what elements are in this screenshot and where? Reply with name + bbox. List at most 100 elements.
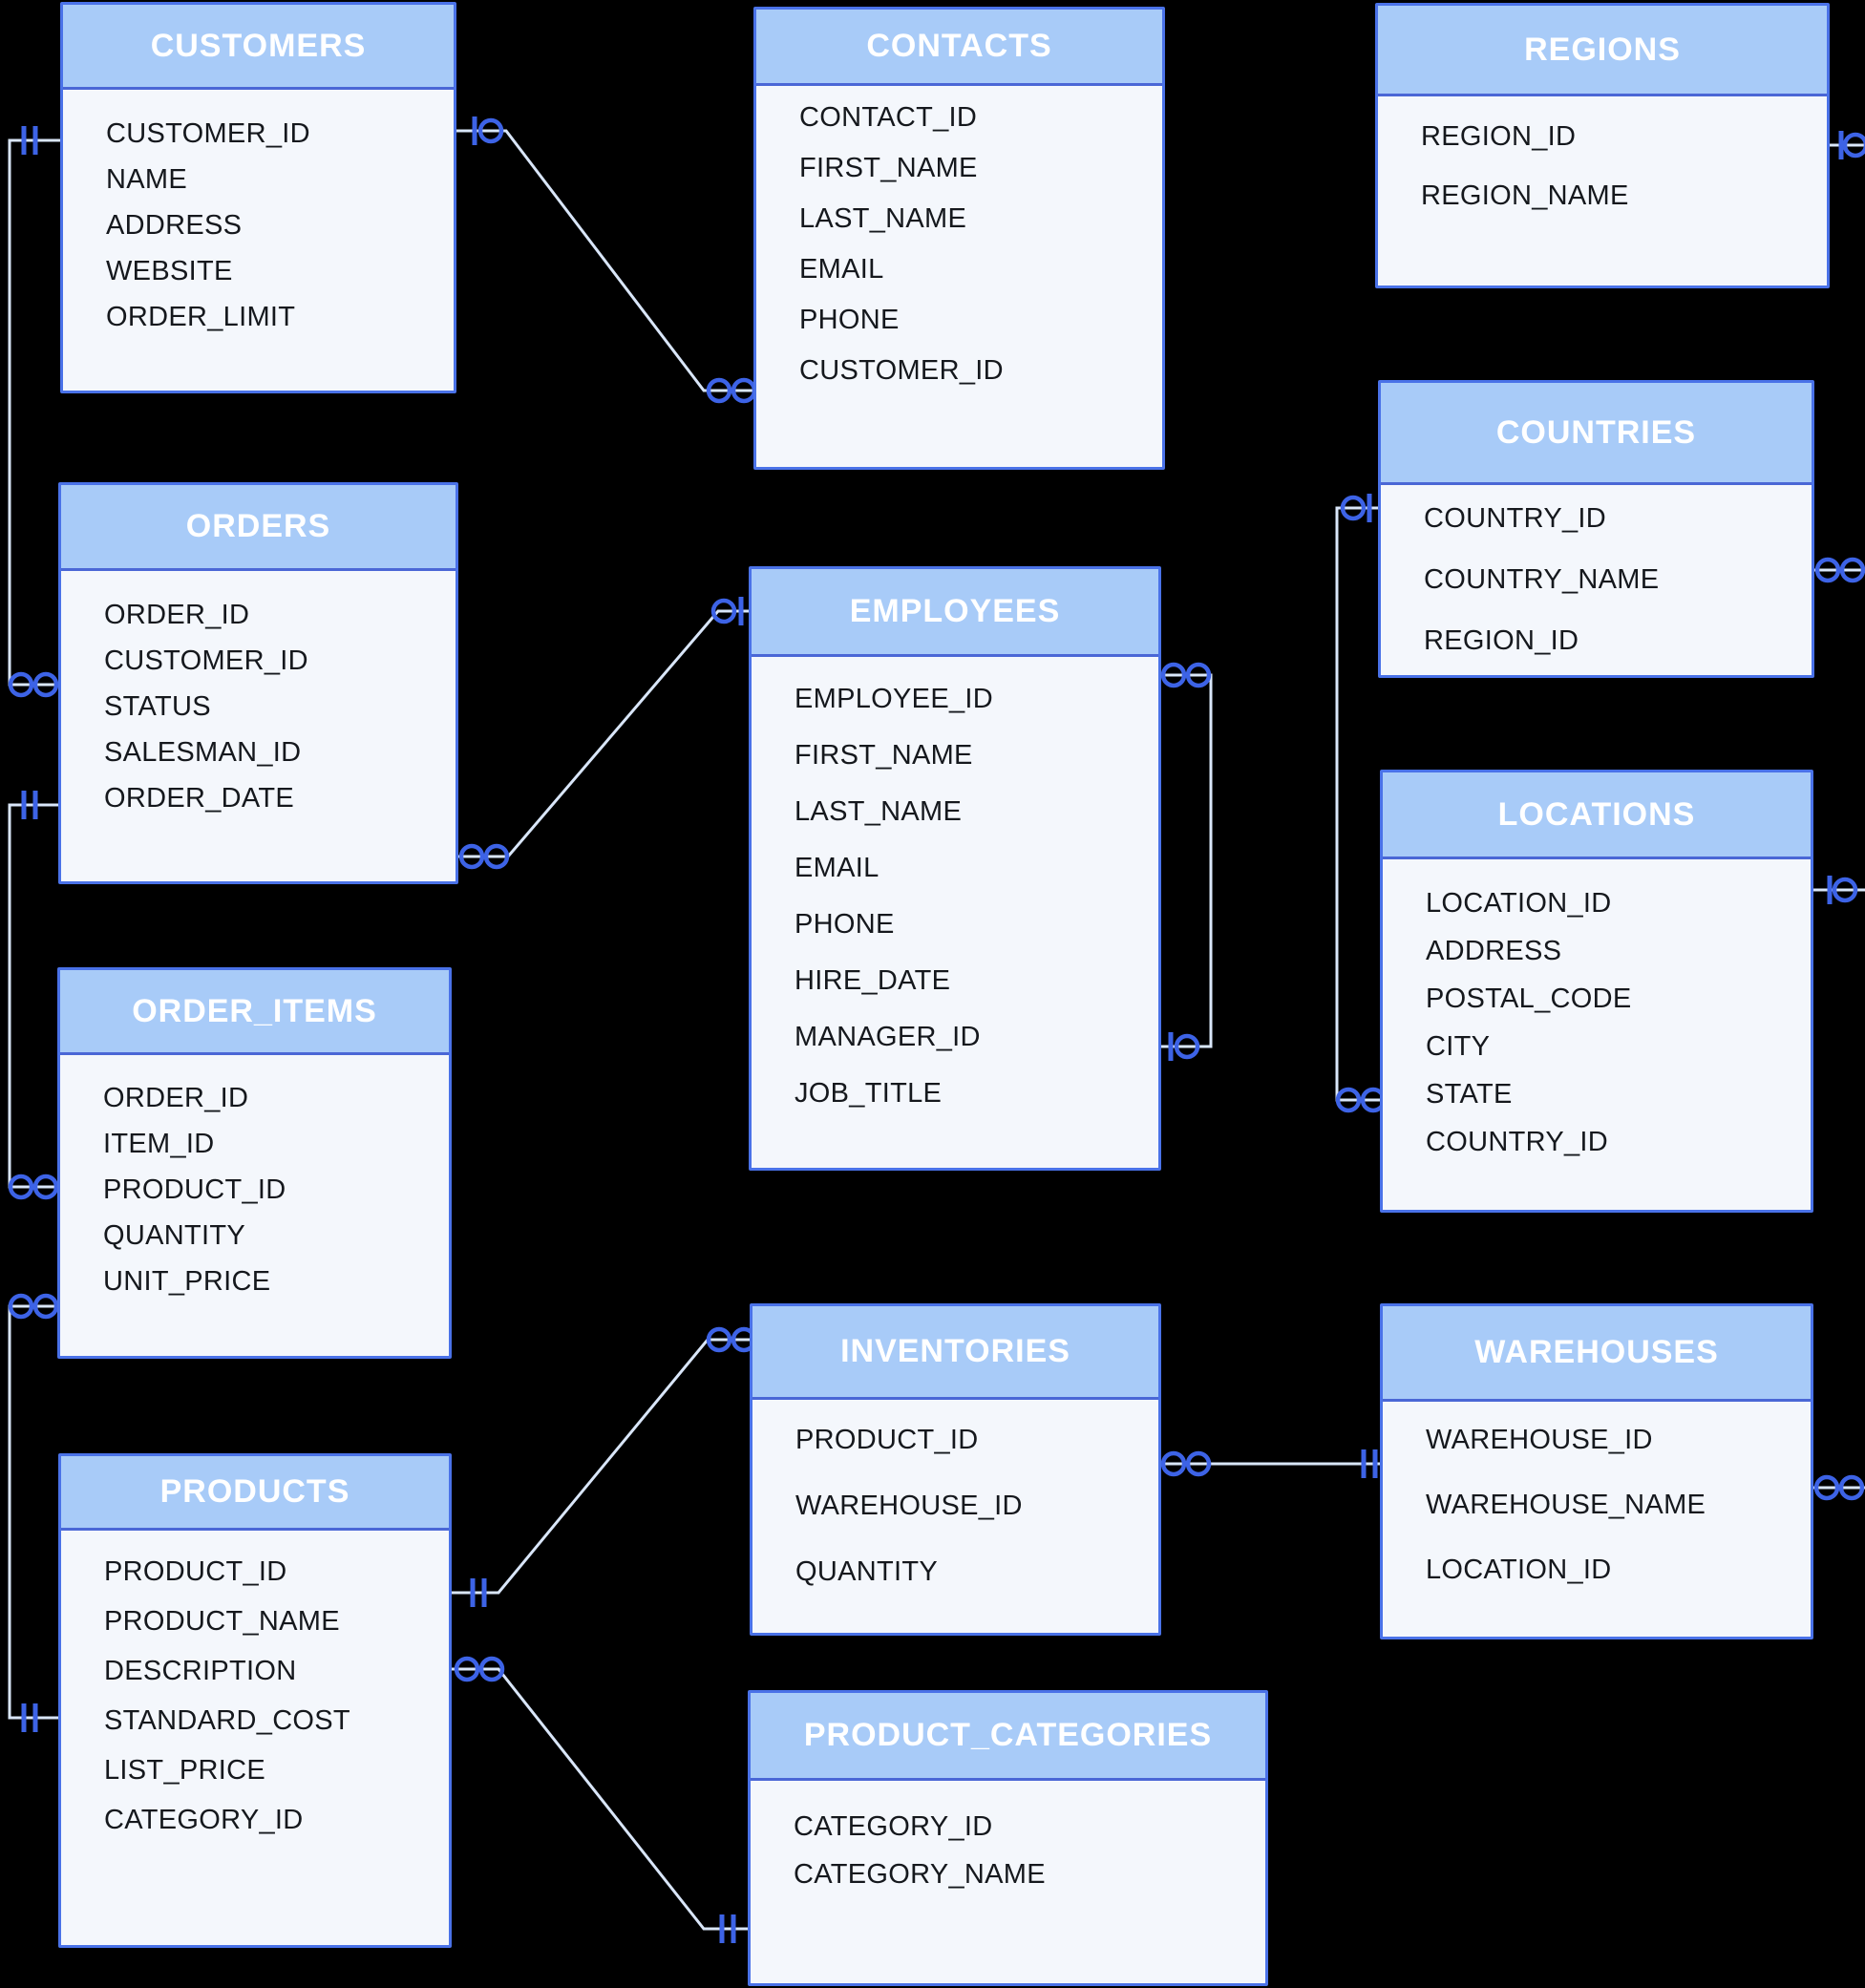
table-header-warehouses: WAREHOUSES bbox=[1383, 1306, 1811, 1402]
relationship-line bbox=[452, 1667, 748, 1931]
cardinality-circle-icon bbox=[458, 843, 485, 870]
field-category_id: CATEGORY_ID bbox=[104, 1805, 304, 1835]
relationship-line bbox=[458, 609, 749, 858]
cardinality-circle-icon bbox=[1839, 557, 1865, 583]
field-order_id: ORDER_ID bbox=[104, 600, 250, 630]
relationship-employees-employees bbox=[1160, 662, 1213, 1061]
field-order_limit: ORDER_LIMIT bbox=[106, 302, 296, 332]
cardinality-circle-icon bbox=[1842, 132, 1865, 159]
field-region_name: REGION_NAME bbox=[1421, 180, 1629, 211]
table-title: REGIONS bbox=[1524, 31, 1681, 68]
field-quantity: QUANTITY bbox=[103, 1220, 246, 1251]
relationship-products-product_categories bbox=[452, 1656, 748, 1943]
table-header-countries: COUNTRIES bbox=[1381, 383, 1812, 485]
cardinality-circle-icon bbox=[1838, 1474, 1865, 1501]
field-warehouse_name: WAREHOUSE_NAME bbox=[1426, 1490, 1706, 1520]
cardinality-circle-icon bbox=[1814, 557, 1841, 583]
table-warehouses[interactable]: WAREHOUSES WAREHOUSE_ID WAREHOUSE_NAME LOCA… bbox=[1380, 1303, 1813, 1639]
field-manager_id: MANAGER_ID bbox=[795, 1022, 981, 1052]
field-state: STATE bbox=[1426, 1079, 1513, 1110]
table-header-employees: EMPLOYEES bbox=[752, 569, 1158, 657]
table-header-orders: ORDERS bbox=[61, 485, 456, 571]
relationship-customers-orders bbox=[8, 126, 60, 698]
cardinality-circle-icon bbox=[8, 1174, 34, 1200]
field-email: EMAIL bbox=[799, 254, 884, 285]
relationship-orders-employees bbox=[458, 597, 749, 870]
cardinality-circle-icon bbox=[706, 377, 732, 404]
cardinality-circle-icon bbox=[483, 843, 510, 870]
field-customer_id: CUSTOMER_ID bbox=[104, 645, 308, 676]
field-location_id: LOCATION_ID bbox=[1426, 888, 1612, 919]
field-name: NAME bbox=[106, 164, 187, 195]
field-item_id: ITEM_ID bbox=[103, 1129, 215, 1159]
cardinality-circle-icon bbox=[1335, 1087, 1362, 1113]
field-list_price: LIST_PRICE bbox=[104, 1755, 265, 1786]
table-title: INVENTORIES bbox=[840, 1333, 1070, 1369]
table-title: CUSTOMERS bbox=[150, 27, 367, 64]
field-address: ADDRESS bbox=[1426, 936, 1562, 966]
field-warehouse_id: WAREHOUSE_ID bbox=[1426, 1425, 1653, 1455]
cardinality-circle-icon bbox=[1160, 662, 1187, 688]
relationship-orders-order_items bbox=[8, 791, 59, 1200]
table-title: COUNTRIES bbox=[1495, 413, 1697, 451]
cardinality-circle-icon bbox=[1832, 877, 1858, 903]
relationship-locations-edge bbox=[1813, 876, 1865, 904]
cardinality-circle-icon bbox=[32, 671, 59, 698]
table-title: ORDERS bbox=[185, 508, 331, 544]
cardinality-circle-icon bbox=[478, 1656, 505, 1682]
field-contact_id: CONTACT_ID bbox=[799, 102, 978, 133]
cardinality-circle-icon bbox=[1813, 1474, 1840, 1501]
relationship-line bbox=[456, 129, 753, 392]
relationship-countries-edge bbox=[1814, 557, 1865, 583]
relationship-line bbox=[1335, 506, 1380, 1102]
cardinality-circle-icon bbox=[32, 1293, 59, 1320]
cardinality-circle-icon bbox=[477, 117, 504, 144]
field-postal_code: POSTAL_CODE bbox=[1426, 983, 1632, 1014]
field-location_id: LOCATION_ID bbox=[1426, 1554, 1612, 1585]
table-header-customers: CUSTOMERS bbox=[63, 5, 454, 90]
table-locations[interactable]: LOCATIONS LOCATION_ID ADDRESS POSTAL_CODE CI… bbox=[1380, 770, 1813, 1213]
field-city: CITY bbox=[1426, 1031, 1491, 1062]
table-header-regions: REGIONS bbox=[1378, 6, 1827, 96]
cardinality-circle-icon bbox=[710, 598, 737, 624]
field-last_name: LAST_NAME bbox=[799, 203, 967, 234]
field-standard_cost: STANDARD_COST bbox=[104, 1705, 350, 1736]
field-customer_id: CUSTOMER_ID bbox=[799, 355, 1004, 386]
cardinality-circle-icon bbox=[1174, 1033, 1200, 1060]
relationship-countries-locations bbox=[1335, 494, 1387, 1113]
field-last_name: LAST_NAME bbox=[795, 796, 963, 827]
cardinality-circle-icon bbox=[1340, 495, 1367, 521]
table-header-locations: LOCATIONS bbox=[1383, 772, 1811, 859]
field-country_id: COUNTRY_ID bbox=[1424, 503, 1606, 534]
cardinality-circle-icon bbox=[1185, 1450, 1212, 1477]
table-title: LOCATIONS bbox=[1497, 795, 1696, 833]
table-header-inventories: INVENTORIES bbox=[752, 1306, 1158, 1400]
table-title: EMPLOYEES bbox=[849, 593, 1061, 629]
cardinality-circle-icon bbox=[32, 1174, 59, 1200]
field-salesman_id: SALESMAN_ID bbox=[104, 737, 302, 768]
relationship-line bbox=[452, 1338, 750, 1595]
field-first_name: FIRST_NAME bbox=[795, 740, 973, 771]
cardinality-circle-icon bbox=[1185, 662, 1212, 688]
relationship-products-inventories bbox=[452, 1326, 757, 1607]
field-category_id: CATEGORY_ID bbox=[794, 1811, 993, 1842]
field-order_id: ORDER_ID bbox=[103, 1083, 249, 1113]
field-website: WEBSITE bbox=[106, 256, 233, 286]
